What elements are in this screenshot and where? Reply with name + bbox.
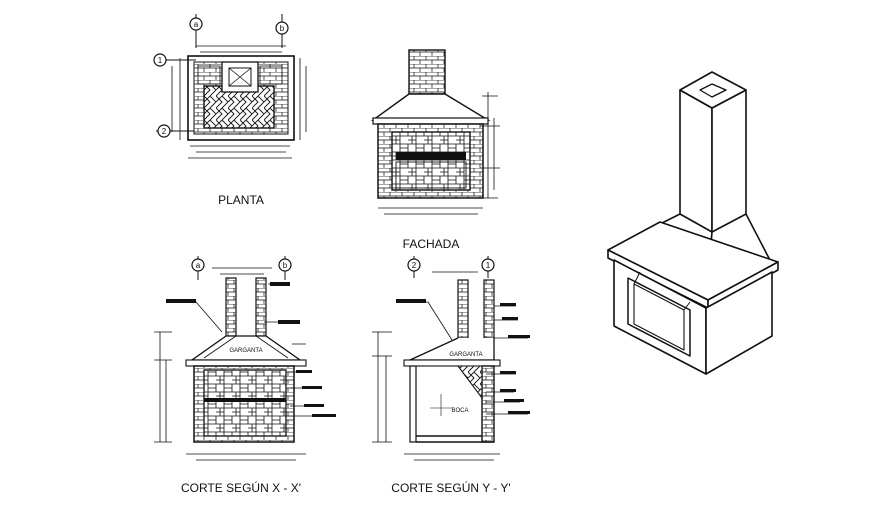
svg-text:2: 2 [412,261,417,270]
svg-text:a: a [194,20,199,29]
corte-x-view: a b GARGANTA [154,256,336,461]
corte-y-grid-marker-2: 2 [407,256,421,278]
corte-x-chimney-right-wall [255,277,267,337]
svg-text:1: 1 [158,56,163,65]
corte-y-boca-label: BOCA [451,408,468,414]
planta-outer-wall [187,55,295,141]
corte-y-grid-marker-1: 1 [481,256,495,278]
fachada-dimension-lines [378,92,500,215]
corte-x-garganta-label: GARGANTA [229,348,262,354]
corte-y-garganta-label: GARGANTA [449,352,482,358]
corte-x-grid-marker-b: b [278,256,292,280]
planta-grid-marker-a: a [189,14,203,48]
planta-grid-marker-1: 1 [153,53,196,67]
fachada-title: FACHADA [403,237,460,251]
planta-grid-marker-b: b [275,14,289,48]
planta-title: PLANTA [218,193,264,207]
svg-text:2: 2 [162,127,167,136]
corte-x-firebox [203,369,287,437]
fachada-chimney [408,49,446,95]
corte-y-dimension-lines [372,331,500,461]
corte-y-title: CORTE SEGÚN Y - Y' [391,480,510,495]
corte-y-chimney-left-wall [457,279,469,339]
isometric-chimney-right-face [711,89,747,237]
isometric-flue-opening [699,83,727,98]
fachada-view [370,49,500,215]
planta-grid-marker-2: 2 [156,124,196,138]
planta-view: a b 1 2 [153,14,307,159]
corte-y-chimney-right-wall [483,279,495,339]
isometric-chimney-left-face [679,89,713,237]
isometric-view [607,71,779,375]
svg-text:b: b [283,261,288,270]
fachada-hood [370,93,491,121]
isometric-body-right-face [705,271,773,375]
corte-y-smoke-shelf [456,365,483,400]
corte-y-body-back-wall [481,365,495,443]
corte-y-view: 2 1 GARGANTA BOCA [372,256,530,461]
svg-text:a: a [196,261,201,270]
svg-text:1: 1 [486,261,491,270]
corte-x-grid-marker-a: a [191,256,205,280]
corte-x-dimension-lines [154,331,306,461]
corte-x-title: CORTE SEGÚN X - X' [181,480,301,495]
svg-text:b: b [280,24,285,33]
planta-dimension-lines [171,45,307,159]
corte-y-firebox [416,435,494,443]
corte-x-chimney-left-wall [225,277,237,337]
